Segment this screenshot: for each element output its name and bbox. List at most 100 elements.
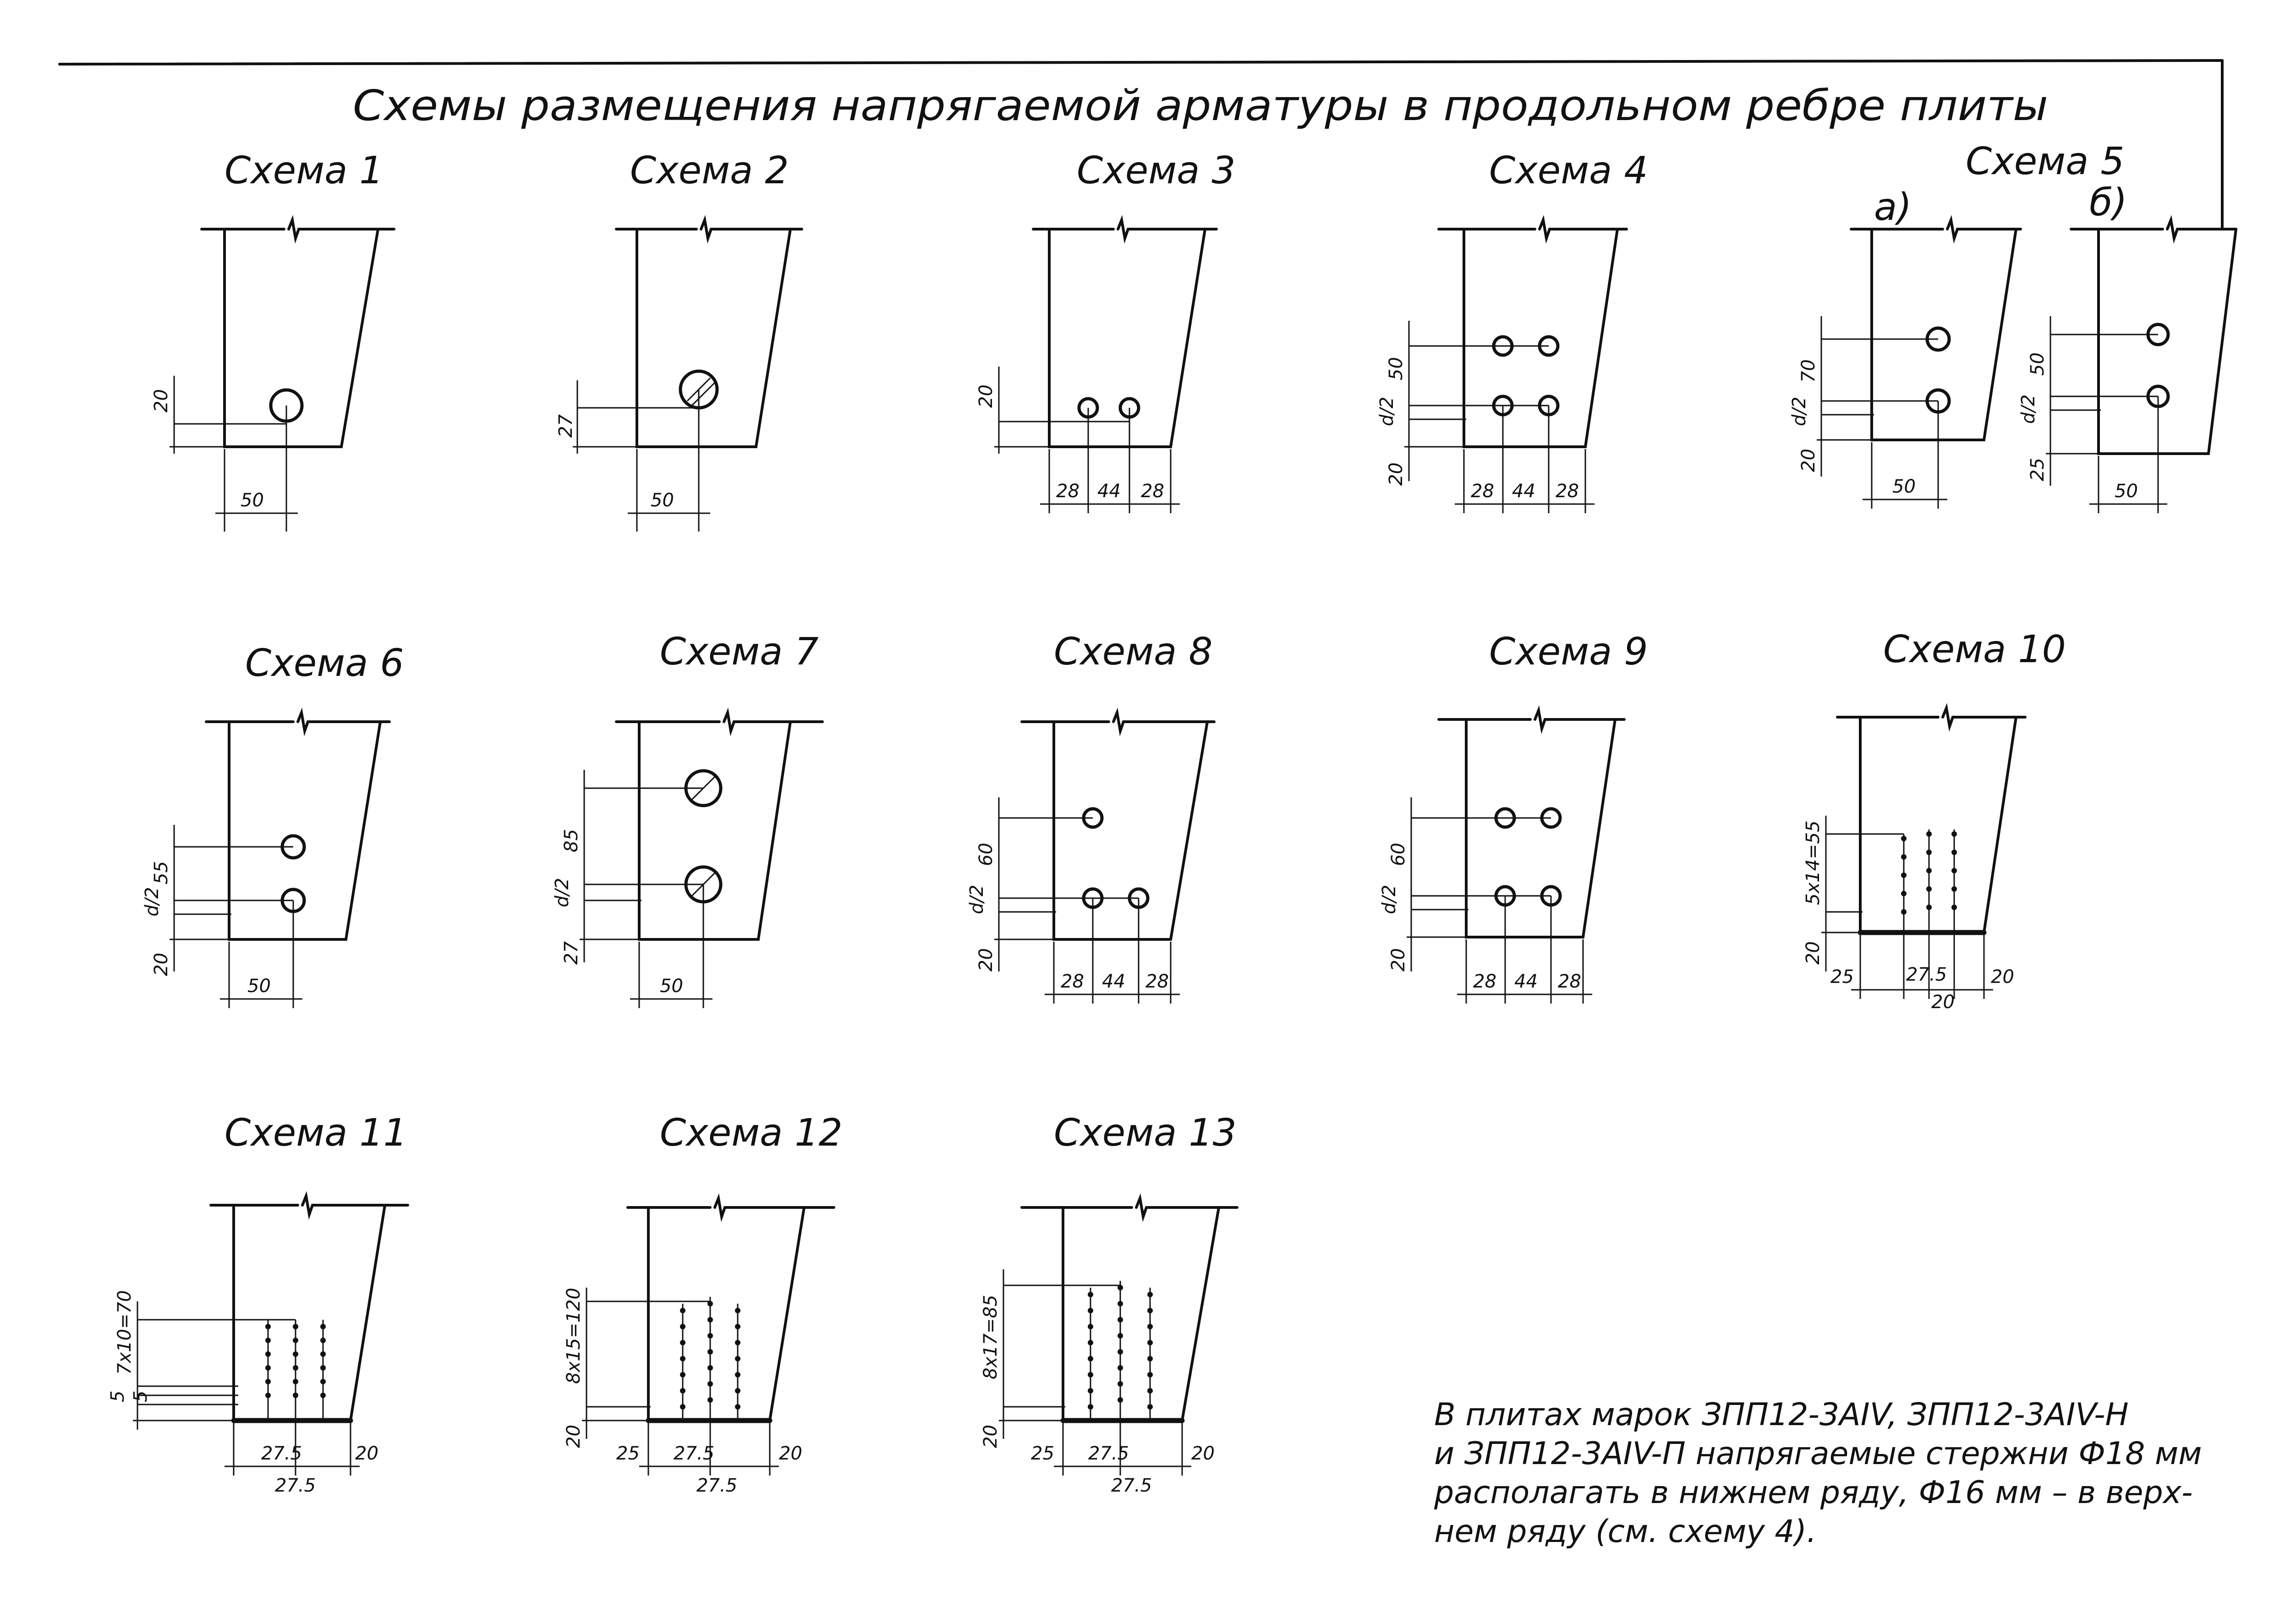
- svg-text:50: 50: [660, 976, 683, 997]
- svg-text:27.5: 27.5: [674, 1443, 714, 1464]
- scheme-8-section: 60 d/2 20 28 44 28: [966, 708, 1216, 1004]
- scheme-5a-section: 70 d/2 20 50: [1789, 215, 2022, 509]
- svg-text:7x10=70: 7x10=70: [114, 1290, 135, 1375]
- note-line-4: нем ряду (см. схему 4).: [1434, 1514, 1817, 1550]
- svg-text:5: 5: [107, 1391, 128, 1402]
- svg-text:44: 44: [1512, 481, 1535, 502]
- scheme-5b-section: 50 d/2 25 50: [2018, 215, 2237, 513]
- svg-text:20: 20: [1803, 941, 1824, 965]
- svg-text:20: 20: [975, 384, 997, 408]
- scheme-11-label: Схема 11: [225, 1111, 407, 1155]
- svg-text:20: 20: [980, 1425, 1001, 1448]
- svg-text:d/2: d/2: [552, 878, 573, 907]
- svg-text:50: 50: [2027, 352, 2048, 376]
- svg-text:8x17=85: 8x17=85: [980, 1295, 1001, 1379]
- svg-text:20: 20: [1798, 449, 1819, 472]
- scheme-2-section: 27 50: [555, 215, 803, 532]
- svg-text:50: 50: [2115, 481, 2138, 502]
- svg-text:28: 28: [1471, 481, 1494, 502]
- svg-text:28: 28: [1473, 971, 1496, 992]
- scheme-3-label: Схема 3: [1077, 149, 1236, 192]
- svg-text:28: 28: [1061, 971, 1084, 992]
- svg-text:50: 50: [651, 490, 674, 511]
- svg-text:44: 44: [1514, 971, 1538, 992]
- scheme-6-label: Схема 6: [245, 642, 404, 685]
- svg-text:28: 28: [1558, 971, 1581, 992]
- sheet-title: Схемы размещения напрягаемой арматуры в …: [353, 81, 2048, 130]
- scheme-13-section: 8x17=85 20 25 27.5 20 27.5: [980, 1193, 1238, 1496]
- svg-text:d/2: d/2: [2018, 395, 2039, 424]
- svg-text:d/2: d/2: [1789, 397, 1810, 426]
- svg-text:44: 44: [1097, 481, 1121, 502]
- svg-text:25: 25: [2027, 458, 2048, 481]
- scheme-10-section: 5x14=55 20 25 27.5 20 20: [1803, 703, 2027, 1013]
- scheme-8-label: Схема 8: [1054, 630, 1213, 674]
- scheme-12-label: Схема 12: [660, 1111, 843, 1155]
- svg-text:5: 5: [130, 1391, 151, 1402]
- svg-text:27.5: 27.5: [1111, 1475, 1152, 1496]
- svg-text:20: 20: [1991, 966, 2014, 988]
- svg-text:27.5: 27.5: [1906, 964, 1947, 985]
- scheme-5-variant-b: б): [2089, 181, 2127, 225]
- svg-text:60: 60: [1388, 843, 1409, 866]
- svg-text:5x14=55: 5x14=55: [1803, 821, 1824, 905]
- scheme-4-label: Схема 4: [1489, 149, 1648, 192]
- note-line-1: В плитах марок ЗПП12-3АIV, ЗПП12-3АIV-Н: [1434, 1397, 2129, 1433]
- svg-text:20: 20: [1386, 462, 1407, 486]
- svg-text:50: 50: [247, 976, 271, 997]
- svg-text:28: 28: [1145, 971, 1169, 992]
- scheme-1-section: 20 50: [151, 215, 395, 532]
- scheme-7-section: 85 d/2 27 50: [552, 708, 824, 1008]
- scheme-12-section: 8x15=120 20 25 27.5 20 27.5: [563, 1193, 835, 1496]
- svg-text:25: 25: [1830, 966, 1854, 988]
- svg-text:20: 20: [1388, 948, 1409, 971]
- svg-text:28: 28: [1141, 481, 1164, 502]
- svg-text:85: 85: [561, 829, 582, 852]
- svg-text:28: 28: [1056, 481, 1079, 502]
- svg-text:27: 27: [555, 414, 576, 438]
- scheme-7-label: Схема 7: [660, 630, 819, 674]
- svg-text:25: 25: [1031, 1443, 1054, 1464]
- svg-text:d/2: d/2: [1379, 885, 1400, 914]
- svg-text:60: 60: [975, 843, 997, 866]
- note-block: В плитах марок ЗПП12-3АIV, ЗПП12-3АIV-Н …: [1434, 1397, 2202, 1550]
- scheme-13-label: Схема 13: [1054, 1111, 1237, 1155]
- scheme-9-label: Схема 9: [1489, 630, 1648, 674]
- svg-text:20: 20: [563, 1425, 584, 1448]
- note-line-3: располагать в нижнем ряду, Ф16 мм – в ве…: [1434, 1475, 2193, 1511]
- svg-text:55: 55: [151, 861, 172, 884]
- svg-text:50: 50: [241, 490, 264, 511]
- svg-text:27.5: 27.5: [261, 1443, 302, 1464]
- svg-text:44: 44: [1102, 971, 1125, 992]
- scheme-4-section: 50 d/2 20 28 44 28: [1376, 215, 1628, 513]
- scheme-1-label: Схема 1: [225, 149, 384, 192]
- scheme-3-section: 20 28 44 28: [975, 215, 1218, 513]
- svg-text:27.5: 27.5: [696, 1475, 737, 1496]
- svg-text:20: 20: [975, 948, 997, 971]
- svg-text:20: 20: [151, 389, 172, 412]
- svg-text:d/2: d/2: [1376, 397, 1397, 426]
- svg-text:d/2: d/2: [966, 885, 987, 914]
- svg-text:27.5: 27.5: [275, 1475, 316, 1496]
- scheme-11-section: 7x10=70 5 5 27.5 20 27.5: [107, 1191, 409, 1496]
- svg-text:50: 50: [1386, 357, 1407, 380]
- svg-text:25: 25: [616, 1443, 640, 1464]
- svg-text:20: 20: [779, 1443, 802, 1464]
- scheme-2-label: Схема 2: [630, 149, 789, 192]
- svg-text:50: 50: [1892, 476, 1916, 497]
- scheme-9-section: 60 d/2 20 28 44 28: [1379, 705, 1626, 1004]
- scheme-6-section: 55 d/2 20 50: [142, 708, 391, 1008]
- svg-text:d/2: d/2: [142, 887, 163, 916]
- scheme-5-variant-a: а): [1874, 186, 1912, 229]
- svg-text:27: 27: [561, 941, 582, 965]
- svg-text:28: 28: [1556, 481, 1579, 502]
- svg-text:8x15=120: 8x15=120: [563, 1288, 584, 1384]
- svg-text:20: 20: [355, 1443, 378, 1464]
- frame-top-line: [58, 59, 2224, 66]
- note-line-2: и ЗПП12-3АIV-П напрягаемые стержни Ф18 м…: [1434, 1436, 2202, 1472]
- svg-text:20: 20: [1931, 992, 1955, 1013]
- scheme-5-label: Схема 5: [1966, 140, 2125, 183]
- scheme-10-label: Схема 10: [1883, 628, 2066, 671]
- svg-text:27.5: 27.5: [1088, 1443, 1129, 1464]
